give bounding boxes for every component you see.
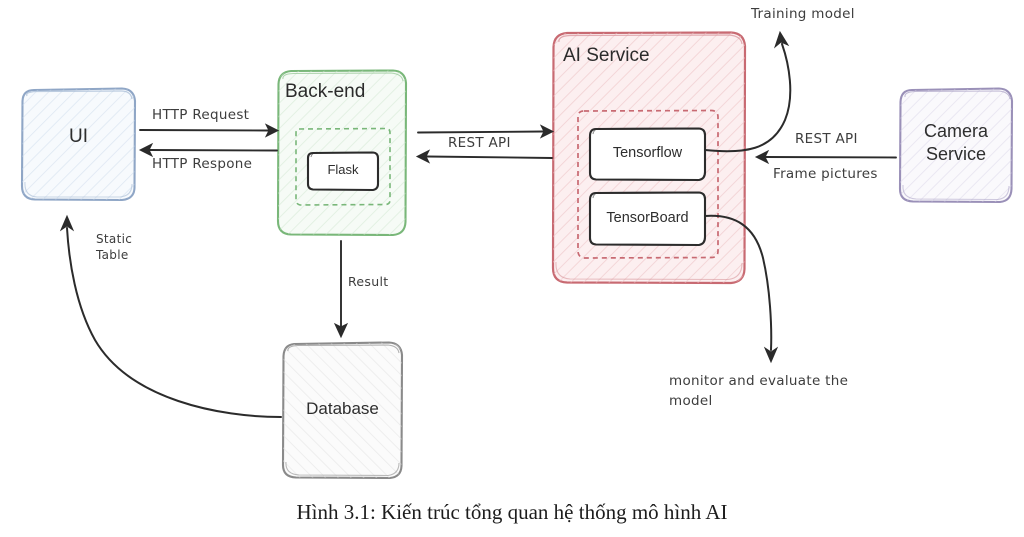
connector-aiservice-to-backend bbox=[415, 149, 553, 164]
connector-ui-to-backend bbox=[139, 123, 280, 138]
figure-caption: Hình 3.1: Kiến trúc tổng quan hệ thống m… bbox=[296, 500, 728, 524]
edge-label-rest-api-backend-ai: REST API bbox=[448, 135, 511, 151]
node-database-label: Database bbox=[306, 399, 379, 418]
node-backend-title: Back-end bbox=[285, 81, 366, 102]
node-tensorboard bbox=[588, 191, 707, 247]
node-ui-label: UI bbox=[69, 126, 88, 147]
connector-tensorflow-to-training bbox=[704, 30, 792, 153]
node-tensorflow bbox=[588, 127, 707, 182]
edge-label-result: Result bbox=[348, 274, 389, 289]
connector-tensorboard-to-monitor bbox=[704, 214, 779, 364]
edge-label-frame-pictures: Frame pictures bbox=[773, 166, 878, 182]
edge-label-rest-api-camera: REST API bbox=[795, 131, 858, 147]
connector-backend-to-database bbox=[333, 240, 349, 339]
node-tensorboard-label: TensorBoard bbox=[606, 210, 689, 226]
edge-label-monitor-model: monitor and evaluate the model bbox=[669, 373, 849, 409]
node-database[interactable] bbox=[281, 341, 404, 480]
node-tensorflow-label: Tensorflow bbox=[612, 145, 683, 161]
connector-backend-to-ui bbox=[138, 142, 278, 158]
aiservice-inner-boundary bbox=[577, 109, 719, 259]
node-cameraservice[interactable] bbox=[898, 87, 1014, 204]
connector-database-to-ui bbox=[59, 214, 282, 418]
edge-label-http-request: HTTP Request bbox=[152, 107, 250, 123]
connector-camera-to-aiservice bbox=[754, 149, 897, 165]
node-backend[interactable] bbox=[276, 69, 408, 237]
backend-inner-boundary bbox=[295, 127, 391, 206]
connector-backend-to-aiservice bbox=[417, 124, 555, 139]
node-cameraservice-label: Camera Service bbox=[923, 121, 989, 164]
node-ui[interactable] bbox=[20, 87, 137, 202]
node-flask-label: Flask bbox=[327, 162, 359, 177]
node-aiservice-title: AI Service bbox=[563, 45, 650, 66]
node-aiservice[interactable] bbox=[551, 31, 747, 285]
edge-label-static-table: Static Table bbox=[96, 232, 133, 263]
node-flask bbox=[306, 151, 380, 192]
edge-label-training-model: Training model bbox=[751, 6, 855, 22]
edge-label-http-response: HTTP Respone bbox=[152, 156, 253, 172]
